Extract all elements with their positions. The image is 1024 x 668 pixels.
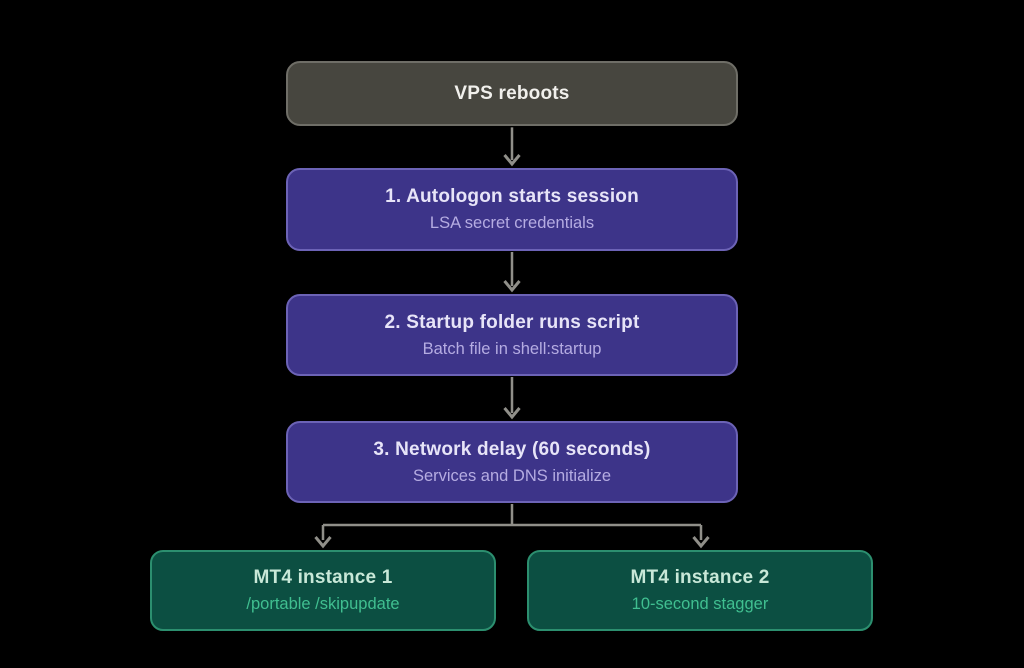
node-title: 3. Network delay (60 seconds) <box>373 438 651 460</box>
node-title: VPS reboots <box>454 82 570 104</box>
arrowhead-mt4-2-icon <box>692 536 710 549</box>
node-network-delay: 3. Network delay (60 seconds) Services a… <box>286 421 738 503</box>
node-title: MT4 instance 1 <box>253 567 393 589</box>
node-startup-folder: 2. Startup folder runs script Batch file… <box>286 294 738 376</box>
node-subtitle: Batch file in shell:startup <box>422 339 602 358</box>
node-vps-reboots: VPS reboots <box>286 61 738 126</box>
node-title: 2. Startup folder runs script <box>384 311 640 333</box>
node-subtitle: LSA secret credentials <box>429 214 595 233</box>
node-mt4-instance-2: MT4 instance 2 10-second stagger <box>527 550 873 631</box>
node-title: 1. Autologon starts session <box>385 186 639 208</box>
arrowhead-mt4-1-icon <box>314 536 332 549</box>
arrowhead-step2-icon <box>503 280 521 293</box>
node-mt4-instance-1: MT4 instance 1 /portable /skipupdate <box>150 550 496 631</box>
node-subtitle: /portable /skipupdate <box>246 595 400 614</box>
node-autologon: 1. Autologon starts session LSA secret c… <box>286 168 738 251</box>
node-subtitle: 10-second stagger <box>631 595 769 614</box>
node-subtitle: Services and DNS initialize <box>412 466 612 485</box>
node-title: MT4 instance 2 <box>630 567 770 589</box>
connector-step3-branch <box>321 504 703 540</box>
arrowhead-step1-icon <box>503 154 521 167</box>
arrowhead-step3-icon <box>503 407 521 420</box>
